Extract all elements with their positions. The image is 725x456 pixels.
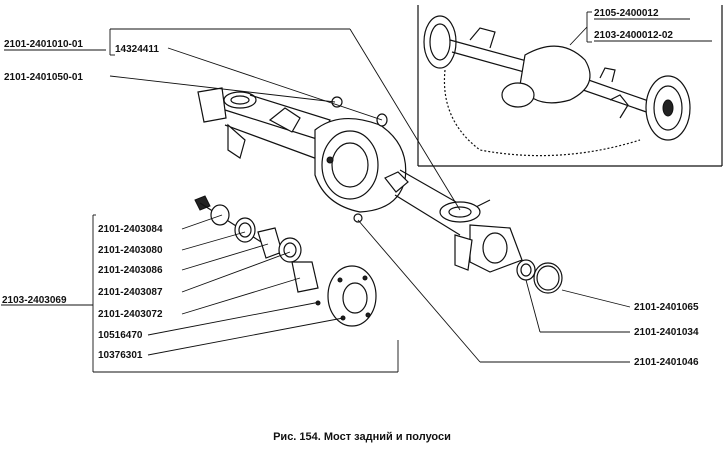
inset-panel	[417, 5, 723, 167]
figure-caption: Рис. 154. Мост задний и полуоси	[273, 431, 451, 443]
label-2101-2401046: 2101-2401046	[634, 357, 699, 368]
inset-axle-drawing	[423, 15, 691, 157]
group-bracket	[1, 214, 399, 373]
axle-housing-drawing	[197, 87, 563, 294]
right-leaders	[357, 219, 631, 363]
label-10516470: 10516470	[98, 330, 143, 341]
label-2101-2403080: 2101-2403080	[98, 245, 163, 256]
label-2103-2403069: 2103-2403069	[2, 295, 67, 306]
label-14324411: 14324411	[115, 44, 159, 55]
label-2101-2401065: 2101-2401065	[634, 302, 699, 313]
label-2101-2403087: 2101-2403087	[98, 287, 163, 298]
top-left-bracket	[109, 28, 461, 211]
lower-left-leaders	[147, 214, 344, 356]
label-2103-2400012-02: 2103-2400012-02	[594, 30, 673, 41]
label-2101-2403086: 2101-2403086	[98, 265, 163, 276]
inset-bracket	[569, 11, 592, 46]
label-10376301: 10376301	[98, 350, 143, 361]
label-2101-2403084: 2101-2403084	[98, 224, 163, 235]
label-2101-2403072: 2101-2403072	[98, 309, 163, 320]
label-2101-2401050-01: 2101-2401050-01	[4, 72, 83, 83]
half-shaft-drawing	[194, 195, 377, 327]
label-2105-2400012: 2105-2400012	[594, 8, 659, 19]
label-2101-2401010-01: 2101-2401010-01	[4, 39, 83, 50]
label-2101-2401034: 2101-2401034	[634, 327, 699, 338]
